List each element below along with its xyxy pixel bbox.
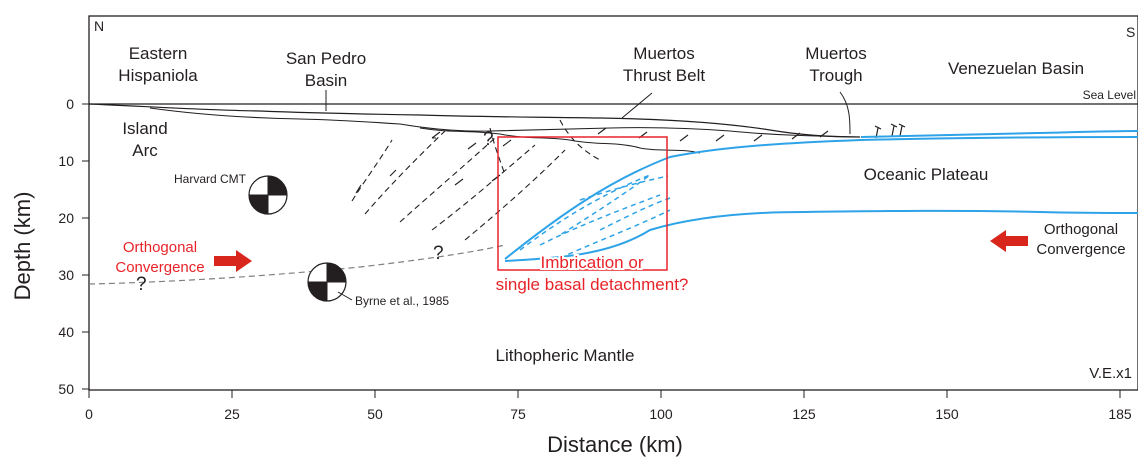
san-pedro-basin-label-2: Basin bbox=[305, 71, 348, 90]
muertos-trough-label: Muertos bbox=[805, 44, 866, 63]
byrne-beachball bbox=[307, 262, 347, 302]
x-tick-label: 75 bbox=[510, 406, 526, 422]
byrne-label: Byrne et al., 1985 bbox=[355, 294, 449, 308]
convergence-left-label: Orthogonal bbox=[123, 239, 197, 256]
x-tick-label: 25 bbox=[224, 406, 240, 422]
seafloor-profile bbox=[88, 103, 861, 138]
convergence-arrow-right bbox=[990, 230, 1028, 252]
y-tick-label: 50 bbox=[58, 381, 74, 397]
oceanic-plateau-label: Oceanic Plateau bbox=[864, 165, 989, 184]
x-tick-label: 50 bbox=[367, 406, 383, 422]
island-arc-label-2: Arc bbox=[132, 141, 158, 160]
y-tick-label: 0 bbox=[66, 96, 74, 112]
lithospheric-mantle-label: Lithopheric Mantle bbox=[496, 346, 635, 365]
x-tick-label: 125 bbox=[792, 406, 816, 422]
north-label: N bbox=[94, 18, 104, 34]
island-arc-label: Island bbox=[122, 119, 167, 138]
x-axis: 0 25 50 75 100 125 150 185 Distance (km) bbox=[85, 390, 1132, 457]
dashed-faults bbox=[351, 119, 601, 241]
y-axis: 0 10 20 30 40 50 Depth (km) bbox=[10, 96, 89, 397]
muertos-trough-label-2: Trough bbox=[809, 66, 862, 85]
byrne-leader bbox=[337, 291, 353, 301]
basin-profile-lower bbox=[149, 107, 861, 138]
convergence-left-label-2: Convergence bbox=[115, 259, 204, 276]
y-tick-label: 30 bbox=[58, 267, 74, 283]
eastern-hispaniola-label-2: Hispaniola bbox=[118, 66, 198, 85]
y-tick-label: 20 bbox=[58, 210, 74, 226]
muertos-thrust-belt-label: Muertos bbox=[633, 44, 694, 63]
x-axis-label: Distance (km) bbox=[547, 432, 683, 457]
plateau-top bbox=[860, 130, 1138, 138]
trough-leader bbox=[839, 91, 851, 135]
plateau-base bbox=[504, 209, 1138, 262]
south-label: S bbox=[1126, 24, 1135, 40]
imbrication-label-2: single basal detachment? bbox=[496, 275, 689, 294]
plot-frame bbox=[88, 15, 1138, 391]
y-axis-label: Depth (km) bbox=[10, 192, 35, 301]
sea-level-label: Sea Level bbox=[1083, 88, 1136, 102]
imbrication-label: Imbrication or bbox=[541, 253, 644, 272]
question-mark: ? bbox=[433, 243, 444, 264]
x-tick-label: 150 bbox=[935, 406, 959, 422]
imbrication-highlight-box bbox=[497, 136, 668, 271]
muertos-thrust-belt-label-2: Thrust Belt bbox=[623, 66, 705, 85]
question-mark: ? bbox=[483, 129, 494, 150]
thrust-belt-leader bbox=[621, 92, 653, 119]
thrust-belt-surface bbox=[419, 127, 701, 154]
vertical-exaggeration-label: V.E.x1 bbox=[1089, 365, 1132, 382]
x-tick-label: 185 bbox=[1108, 406, 1132, 422]
convergence-right-label-2: Convergence bbox=[1036, 241, 1125, 258]
harvard-cmt-label: Harvard CMT bbox=[174, 172, 247, 186]
y-tick-label: 10 bbox=[58, 153, 74, 169]
x-tick-label: 100 bbox=[649, 406, 673, 422]
eastern-hispaniola-label: Eastern bbox=[129, 44, 188, 63]
oceanic-plateau-dashed bbox=[519, 174, 671, 259]
convergence-arrow-left bbox=[214, 250, 252, 272]
convergence-right-label: Orthogonal bbox=[1044, 221, 1118, 238]
x-tick-label: 0 bbox=[85, 406, 93, 422]
san-pedro-basin-label: San Pedro bbox=[286, 49, 366, 68]
trough-faults bbox=[874, 123, 906, 139]
basal-detachment-dashed bbox=[88, 244, 506, 285]
y-tick-label: 40 bbox=[58, 324, 74, 340]
harvard-cmt-beachball bbox=[248, 175, 288, 215]
question-mark: ? bbox=[136, 274, 147, 295]
venezuelan-basin-label: Venezuelan Basin bbox=[948, 59, 1084, 78]
